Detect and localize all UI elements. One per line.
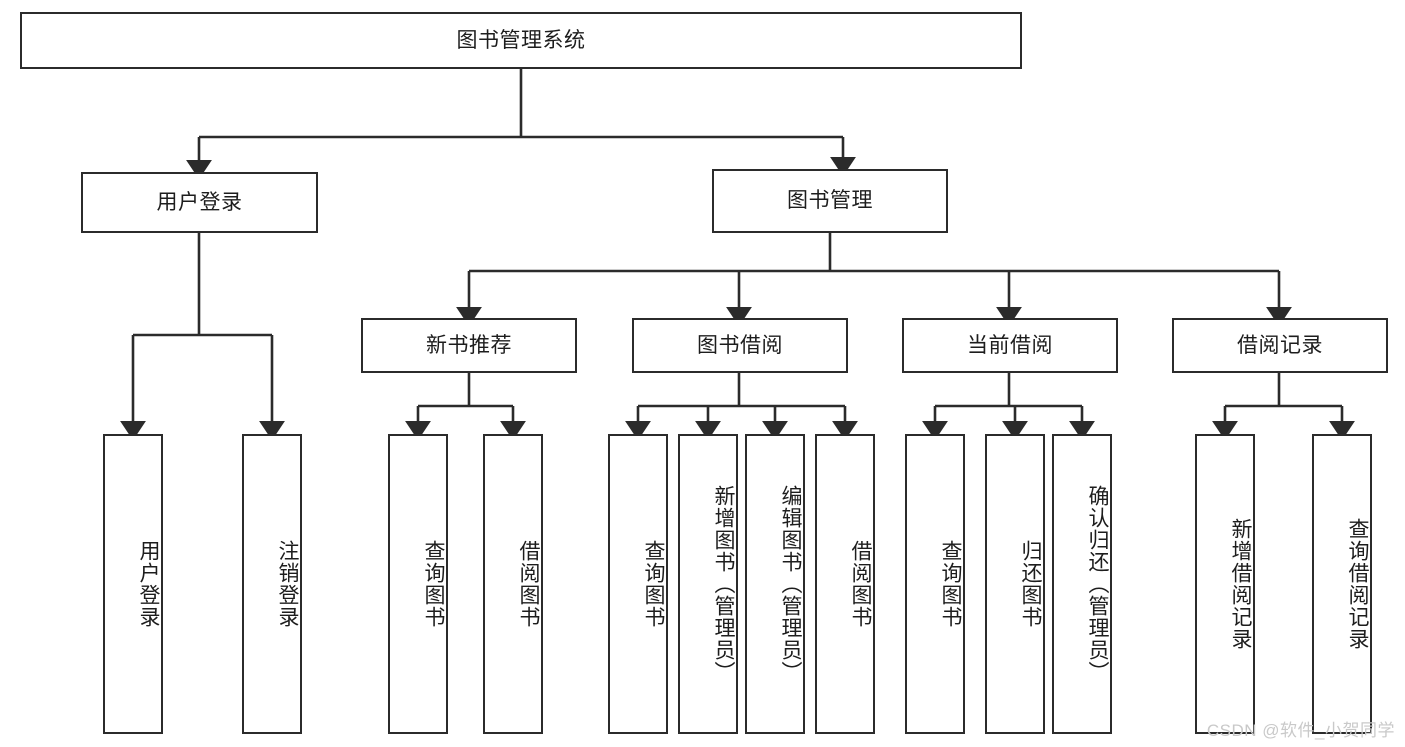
node-borrow-record[interactable]: 借阅记录 bbox=[1172, 318, 1388, 373]
node-root[interactable]: 图书管理系统 bbox=[20, 12, 1022, 69]
leaf-add-record-label: 新增借阅记录 bbox=[1229, 518, 1252, 650]
node-new-book-recommend[interactable]: 新书推荐 bbox=[361, 318, 577, 373]
leaf-borrow-book-2-label: 借阅图书 bbox=[849, 540, 872, 628]
leaf-logout-login-label: 注销登录 bbox=[276, 540, 299, 628]
leaf-user-login-label: 用户登录 bbox=[137, 540, 160, 628]
node-book-borrow-label: 图书借阅 bbox=[697, 333, 783, 357]
leaf-user-login[interactable]: 用户登录 bbox=[103, 434, 163, 734]
leaf-return-book[interactable]: 归还图书 bbox=[985, 434, 1045, 734]
node-borrow-record-label: 借阅记录 bbox=[1237, 333, 1323, 357]
leaf-query-record-label: 查询借阅记录 bbox=[1346, 518, 1369, 650]
node-book-borrow[interactable]: 图书借阅 bbox=[632, 318, 848, 373]
leaf-edit-book[interactable]: 编辑图书（管理员） bbox=[745, 434, 805, 734]
leaf-query-book-3[interactable]: 查询图书 bbox=[905, 434, 965, 734]
leaf-query-book-2-label: 查询图书 bbox=[642, 540, 665, 628]
node-book-management[interactable]: 图书管理 bbox=[712, 169, 948, 233]
leaf-borrow-book-2[interactable]: 借阅图书 bbox=[815, 434, 875, 734]
leaf-confirm-return-label: 确认归还（管理员） bbox=[1086, 485, 1109, 683]
leaf-add-record[interactable]: 新增借阅记录 bbox=[1195, 434, 1255, 734]
leaf-return-book-label: 归还图书 bbox=[1019, 540, 1042, 628]
leaf-confirm-return[interactable]: 确认归还（管理员） bbox=[1052, 434, 1112, 734]
leaf-query-record[interactable]: 查询借阅记录 bbox=[1312, 434, 1372, 734]
leaf-borrow-book-1[interactable]: 借阅图书 bbox=[483, 434, 543, 734]
leaf-query-book-1-label: 查询图书 bbox=[422, 540, 445, 628]
node-new-book-recommend-label: 新书推荐 bbox=[426, 333, 512, 357]
node-user-login[interactable]: 用户登录 bbox=[81, 172, 318, 233]
leaf-add-book-label: 新增图书（管理员） bbox=[712, 485, 735, 683]
node-current-borrow-label: 当前借阅 bbox=[967, 333, 1053, 357]
node-current-borrow[interactable]: 当前借阅 bbox=[902, 318, 1118, 373]
node-user-login-label: 用户登录 bbox=[156, 190, 243, 214]
node-book-management-label: 图书管理 bbox=[787, 189, 873, 213]
leaf-query-book-1[interactable]: 查询图书 bbox=[388, 434, 448, 734]
leaf-add-book[interactable]: 新增图书（管理员） bbox=[678, 434, 738, 734]
leaf-edit-book-label: 编辑图书（管理员） bbox=[779, 485, 802, 683]
node-root-label: 图书管理系统 bbox=[456, 28, 586, 52]
leaf-logout-login[interactable]: 注销登录 bbox=[242, 434, 302, 734]
leaf-query-book-3-label: 查询图书 bbox=[939, 540, 962, 628]
leaf-query-book-2[interactable]: 查询图书 bbox=[608, 434, 668, 734]
leaf-borrow-book-1-label: 借阅图书 bbox=[517, 540, 540, 628]
